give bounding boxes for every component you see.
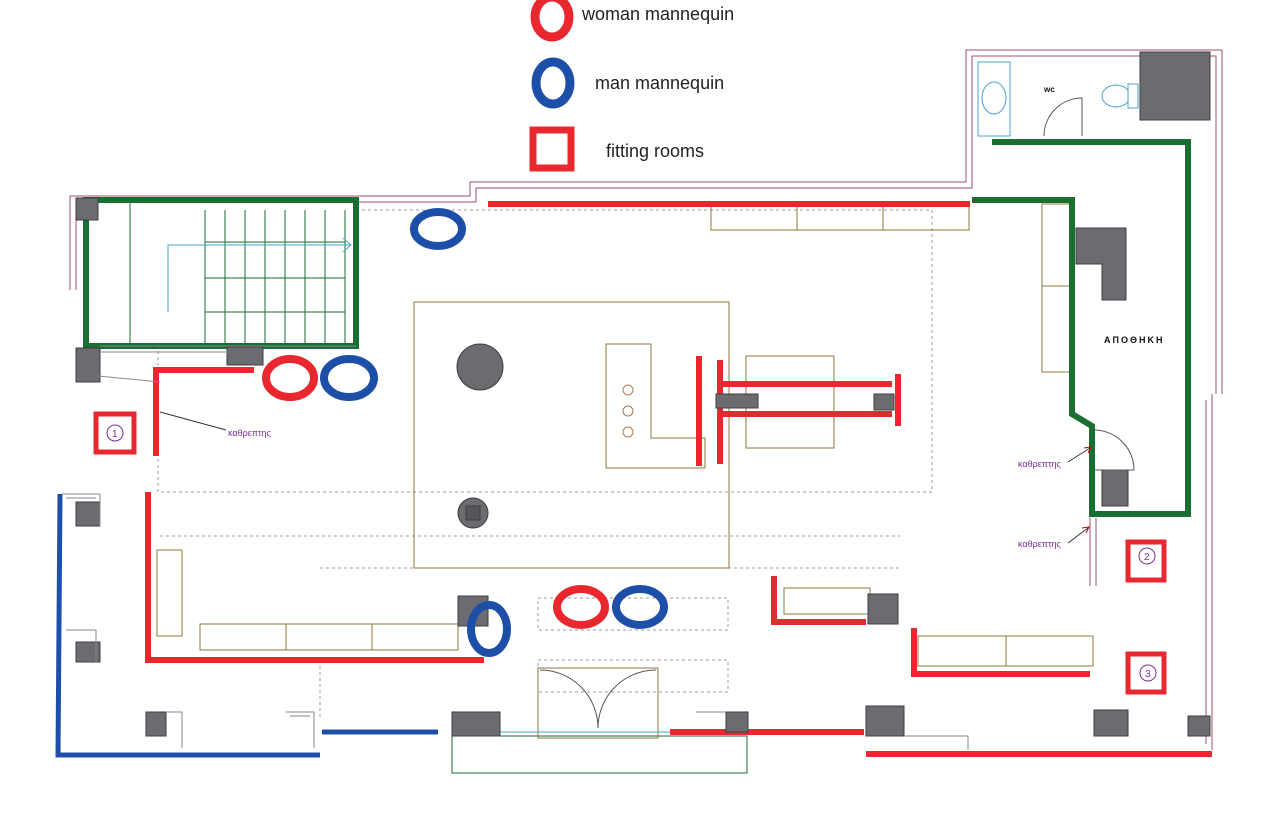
fitting-rooms-legend-icon bbox=[529, 126, 575, 172]
mirror-label-1: καθρεπτης bbox=[228, 428, 272, 438]
mirror-label-2: καθρεπτης bbox=[1018, 459, 1062, 469]
mirror-markers bbox=[622, 384, 634, 438]
woman-mannequin bbox=[553, 585, 609, 629]
stair-arrow-icon bbox=[342, 237, 352, 253]
entrance-door-left-swing bbox=[539, 669, 599, 729]
lower-left-shelving bbox=[199, 623, 459, 651]
central-display bbox=[156, 201, 1094, 774]
stair-arrow-path bbox=[167, 244, 350, 312]
woman-mannequin bbox=[262, 355, 318, 401]
fitting-room-1 bbox=[93, 411, 137, 455]
fitting-room-2 bbox=[1125, 539, 1167, 583]
glass-front bbox=[55, 493, 438, 758]
staircase bbox=[85, 201, 357, 347]
storage-door-swing bbox=[1093, 429, 1135, 471]
legend-man-label: man mannequin bbox=[595, 73, 724, 93]
storage-shelving bbox=[1041, 203, 1071, 373]
mannequins bbox=[262, 208, 668, 657]
l-counter bbox=[605, 343, 706, 469]
central-table bbox=[745, 355, 835, 449]
entrance-door-right-swing bbox=[597, 669, 657, 729]
fitting-rooms: 1 2 3 bbox=[93, 411, 1167, 695]
sink-bowl-icon bbox=[981, 81, 1007, 115]
wall-stubs bbox=[62, 345, 1097, 750]
man-mannequin-legend-icon bbox=[531, 57, 575, 109]
mirror-label-3: καθρεπτης bbox=[1018, 539, 1062, 549]
legend-fitting-label: fitting rooms bbox=[606, 141, 704, 161]
entrance-step bbox=[451, 735, 748, 774]
mirror-labels: καθρεπτης καθρεπτης καθρεπτης bbox=[159, 411, 1092, 549]
storage-column bbox=[1075, 227, 1127, 301]
man-mannequin bbox=[467, 601, 511, 657]
woman-mannequin-legend-icon bbox=[530, 0, 574, 42]
wc-sink bbox=[977, 61, 1011, 137]
wc-door-swing bbox=[1043, 97, 1083, 137]
storage-label: ΑΠΟΘΗΚΗ bbox=[1104, 335, 1165, 345]
central-platform bbox=[413, 301, 730, 569]
wc-area: wc bbox=[977, 51, 1211, 137]
round-column bbox=[456, 343, 504, 391]
shelf-walls bbox=[145, 201, 1212, 757]
legend-woman-label: woman mannequin bbox=[581, 4, 734, 24]
wc-column bbox=[1139, 51, 1211, 121]
fitting-room-1-number: 1 bbox=[112, 429, 118, 440]
man-mannequin bbox=[410, 208, 466, 250]
fitting-room-3-number: 3 bbox=[1145, 669, 1151, 680]
toilet-icon bbox=[1101, 84, 1131, 108]
legend: woman mannequin man mannequin fitting ro… bbox=[529, 0, 734, 172]
entrance-vestibule bbox=[537, 667, 659, 739]
fitting-room-3 bbox=[1125, 651, 1167, 695]
columns bbox=[75, 197, 1211, 737]
storage-enclosure bbox=[972, 139, 1191, 517]
right-shelf-a bbox=[783, 587, 871, 615]
man-mannequin bbox=[612, 585, 668, 629]
fitting-room-2-number: 2 bbox=[1144, 552, 1150, 563]
left-side-shelf bbox=[156, 549, 183, 637]
toilet-tank bbox=[1127, 83, 1139, 109]
wc-label: wc bbox=[1043, 85, 1055, 94]
man-mannequin bbox=[320, 355, 378, 401]
